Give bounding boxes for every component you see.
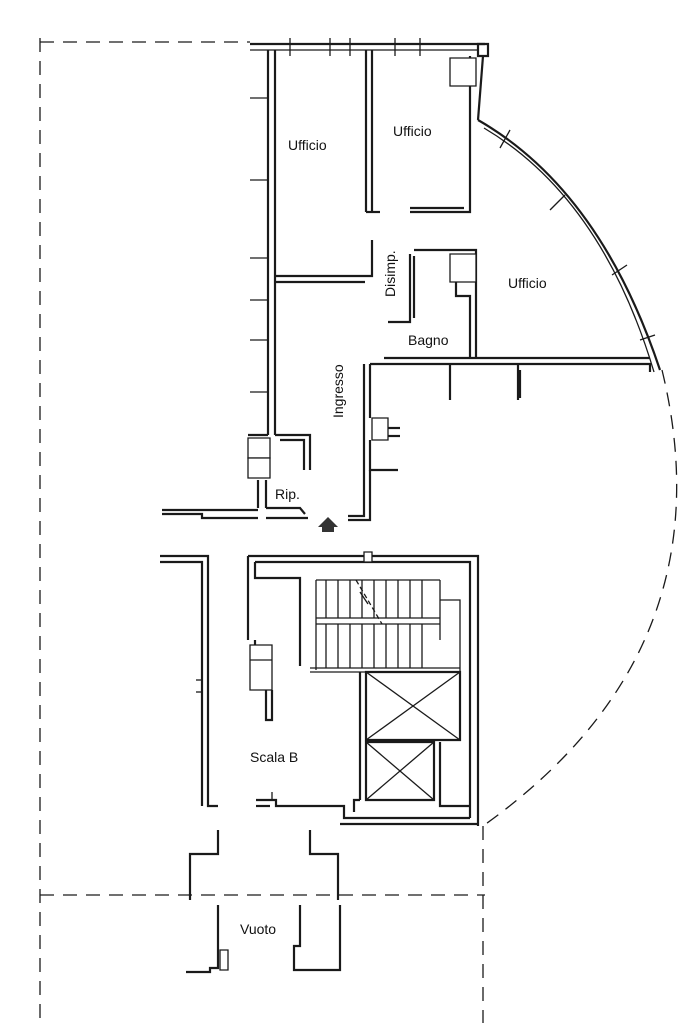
stair-treads — [325, 580, 423, 668]
room-label-ufficio-right: Ufficio — [393, 123, 432, 139]
curved-facade — [477, 119, 662, 373]
entrance-arrow-icon — [318, 517, 338, 532]
upper-block-walls — [162, 38, 652, 522]
room-label-ufficio-left: Ufficio — [288, 137, 327, 153]
room-label-vuoto: Vuoto — [240, 921, 276, 937]
room-label-ripostiglio: Rip. — [275, 486, 300, 502]
room-label-ufficio-curved: Ufficio — [508, 275, 547, 291]
room-label-bagno: Bagno — [408, 332, 449, 348]
room-label-ingresso: Ingresso — [330, 364, 346, 418]
void-area-walls — [186, 830, 342, 974]
room-label-disimpegno: Disimp. — [382, 250, 398, 297]
stair-core-walls — [160, 551, 480, 826]
room-label-scala: Scala B — [250, 749, 298, 765]
property-boundary — [39, 38, 678, 1023]
